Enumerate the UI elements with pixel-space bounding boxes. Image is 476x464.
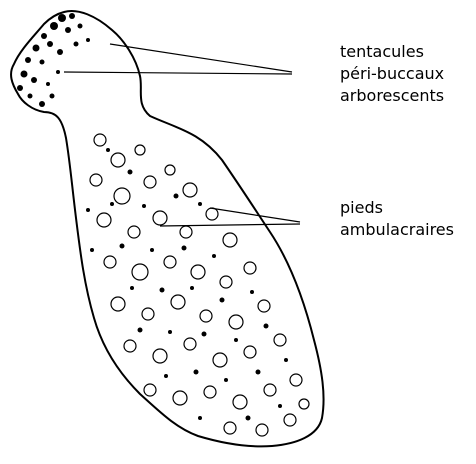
tube-feet-label: pieds ambulacraires — [340, 197, 454, 241]
tube-feet-leader-lower — [160, 224, 300, 226]
tentacle-leader-lower — [64, 72, 292, 74]
tube-feet-label-line-1: pieds — [340, 197, 454, 219]
leader-lines — [64, 44, 300, 226]
tentacle-crown — [17, 13, 90, 107]
body-texture — [90, 134, 309, 436]
body-speckles — [86, 148, 288, 421]
tentacles-label-line-1: tentacules — [340, 41, 444, 63]
sea-cucumber-body — [11, 11, 324, 446]
tube-feet-label-line-2: ambulacraires — [340, 219, 454, 241]
tentacles-label-line-2: péri-buccaux — [340, 63, 444, 85]
tentacles-label-line-3: arborescents — [340, 85, 444, 107]
tentacles-label: tentacules péri-buccaux arborescents — [340, 41, 444, 107]
